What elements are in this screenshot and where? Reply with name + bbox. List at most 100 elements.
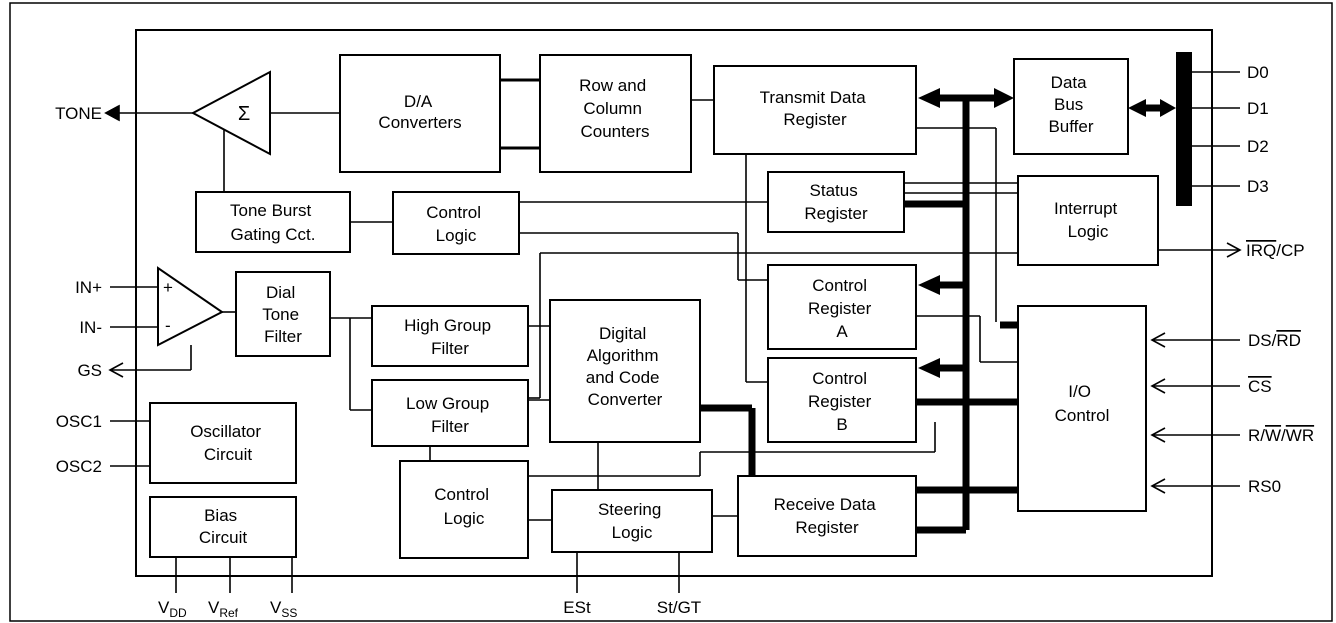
- lgf-line2: Filter: [431, 417, 469, 436]
- block-bias-circuit: Bias Circuit: [149, 496, 297, 558]
- svg-text:I/O Control: I/O Control: [1055, 382, 1110, 425]
- svg-text:Transmit Data Register: Transmit Data Register: [760, 88, 871, 129]
- block-tone-burst-gating: Tone Burst Gating Cct.: [195, 191, 351, 253]
- outer-frame: [9, 2, 1333, 622]
- block-control-logic-bottom: Control Logic: [399, 460, 529, 559]
- block-control-logic-top: Control Logic: [392, 191, 520, 255]
- block-da-converters: D/A Converters: [339, 54, 501, 173]
- block-transmit-data-register: Transmit Data Register: [713, 65, 917, 155]
- plus-symbol: +: [163, 278, 173, 297]
- cra-line1: Control: [812, 276, 867, 295]
- block-receive-data-register: Receive Data Register: [737, 475, 917, 557]
- sr-line1: Status: [810, 181, 858, 200]
- svg-text:Control Logic: Control Logic: [426, 203, 486, 245]
- svg-text:Control Register B: Control Register B: [808, 369, 876, 434]
- pin-in-minus: IN-: [79, 318, 102, 337]
- svg-text:Dial Tone Filter: Dial Tone Filter: [262, 283, 304, 346]
- pin-rw-wr: R/W/WR: [1248, 426, 1314, 445]
- svg-text:Control Logic: Control Logic: [434, 485, 494, 528]
- dbb-line3: Buffer: [1048, 117, 1093, 136]
- chip-boundary: [135, 29, 1213, 577]
- svg-text:D/A Converters: D/A Converters: [378, 92, 461, 132]
- rc-line2: Column: [583, 99, 642, 118]
- svg-text:Receive Data Register: Receive Data Register: [774, 495, 881, 537]
- block-io-control: I/O Control: [1017, 305, 1147, 512]
- block-control-register-a: Control Register A: [767, 264, 917, 350]
- cra-line3: A: [836, 322, 848, 341]
- pin-d3: D3: [1247, 177, 1269, 196]
- clt-line1: Control: [426, 203, 481, 222]
- pin-cs: CS: [1248, 377, 1272, 396]
- rc-line1: Row and: [579, 76, 646, 95]
- minus-symbol: -: [165, 316, 171, 335]
- da-line1: D/A: [404, 92, 433, 111]
- pin-vdd-v: V: [158, 598, 170, 617]
- block-digital-algorithm: Digital Algorithm and Code Converter: [549, 299, 701, 443]
- bias-line1: Bias: [204, 506, 237, 525]
- clb-line1: Control: [434, 485, 489, 504]
- sigma-symbol: Σ: [238, 103, 250, 125]
- crb-line3: B: [836, 415, 847, 434]
- pin-vss-sub: SS: [281, 606, 297, 620]
- dtf-line3: Filter: [264, 327, 302, 346]
- pin-st-gt: St/GT: [657, 598, 701, 617]
- crb-line1: Control: [812, 369, 867, 388]
- block-high-group-filter: High Group Filter: [371, 305, 529, 367]
- pin-cp: /CP: [1276, 241, 1304, 260]
- block-row-column-counters: Row and Column Counters: [539, 54, 692, 173]
- dac-line3: and Code: [586, 368, 660, 387]
- svg-text:Low Group Filter: Low Group Filter: [406, 394, 494, 436]
- block-low-group-filter: Low Group Filter: [371, 379, 529, 447]
- dtf-line1: Dial: [266, 283, 295, 302]
- pin-gs: GS: [77, 361, 102, 380]
- pin-d2: D2: [1247, 137, 1269, 156]
- pin-osc1: OSC1: [56, 412, 102, 431]
- pin-irq-cp: IRQ/CP: [1246, 241, 1305, 260]
- block-dial-tone-filter: Dial Tone Filter: [235, 271, 331, 357]
- svg-text:Interrupt Logic: Interrupt Logic: [1054, 199, 1122, 241]
- io-line2: Control: [1055, 406, 1110, 425]
- pin-rs0: RS0: [1248, 477, 1281, 496]
- svg-text:High Group Filter: High Group Filter: [404, 316, 496, 358]
- pin-vref-v: V: [208, 598, 220, 617]
- arrowheads: [104, 88, 1242, 494]
- pin-rw-slash: /: [1281, 426, 1286, 445]
- pin-ds-rd: DS/RD: [1248, 331, 1301, 350]
- svg-text:Tone Burst Gating Cct.: Tone Burst Gating Cct.: [230, 201, 316, 244]
- pin-wr-overbar: WR: [1286, 426, 1314, 445]
- sl-line2: Logic: [612, 523, 653, 542]
- pin-in-plus: IN+: [75, 278, 102, 297]
- pin-est: ESt: [563, 598, 591, 617]
- svg-text:Steering Logic: Steering Logic: [598, 500, 666, 542]
- svg-text:Control Register A: Control Register A: [808, 276, 876, 341]
- tdr-line1: Transmit Data: [760, 88, 867, 107]
- dbb-line1: Data: [1051, 73, 1087, 92]
- pin-osc2: OSC2: [56, 457, 102, 476]
- clb-line2: Logic: [444, 509, 485, 528]
- rdr-line2: Register: [795, 518, 859, 537]
- dtf-line2: Tone: [262, 305, 299, 324]
- hgf-line2: Filter: [431, 339, 469, 358]
- summer-amplifier: Σ: [190, 70, 271, 156]
- block-data-bus-buffer: Data Bus Buffer: [1013, 58, 1129, 155]
- il-line1: Interrupt: [1054, 199, 1118, 218]
- signal-lines: [110, 71, 1240, 593]
- dac-line2: Algorithm: [587, 346, 659, 365]
- block-control-register-b: Control Register B: [767, 357, 917, 443]
- dbb-line2: Bus: [1054, 95, 1083, 114]
- tb-line2: Gating Cct.: [230, 225, 315, 244]
- block-oscillator-circuit: Oscillator Circuit: [149, 402, 297, 484]
- dac-line4: Converter: [588, 390, 663, 409]
- il-line2: Logic: [1068, 222, 1109, 241]
- svg-text:Row and Column Cou: Row and Column Counters: [579, 76, 651, 141]
- pin-rd-overbar: RD: [1276, 331, 1301, 350]
- rdr-line1: Receive Data: [774, 495, 877, 514]
- hgf-line1: High Group: [404, 316, 491, 335]
- bias-line2: Circuit: [199, 528, 247, 547]
- osc-line1: Oscillator: [190, 422, 261, 441]
- input-opamp: + -: [157, 266, 224, 347]
- pin-d1: D1: [1247, 99, 1269, 118]
- internal-data-bus: [700, 94, 1168, 534]
- da-line2: Converters: [378, 113, 461, 132]
- pin-vdd: VDD: [158, 598, 187, 620]
